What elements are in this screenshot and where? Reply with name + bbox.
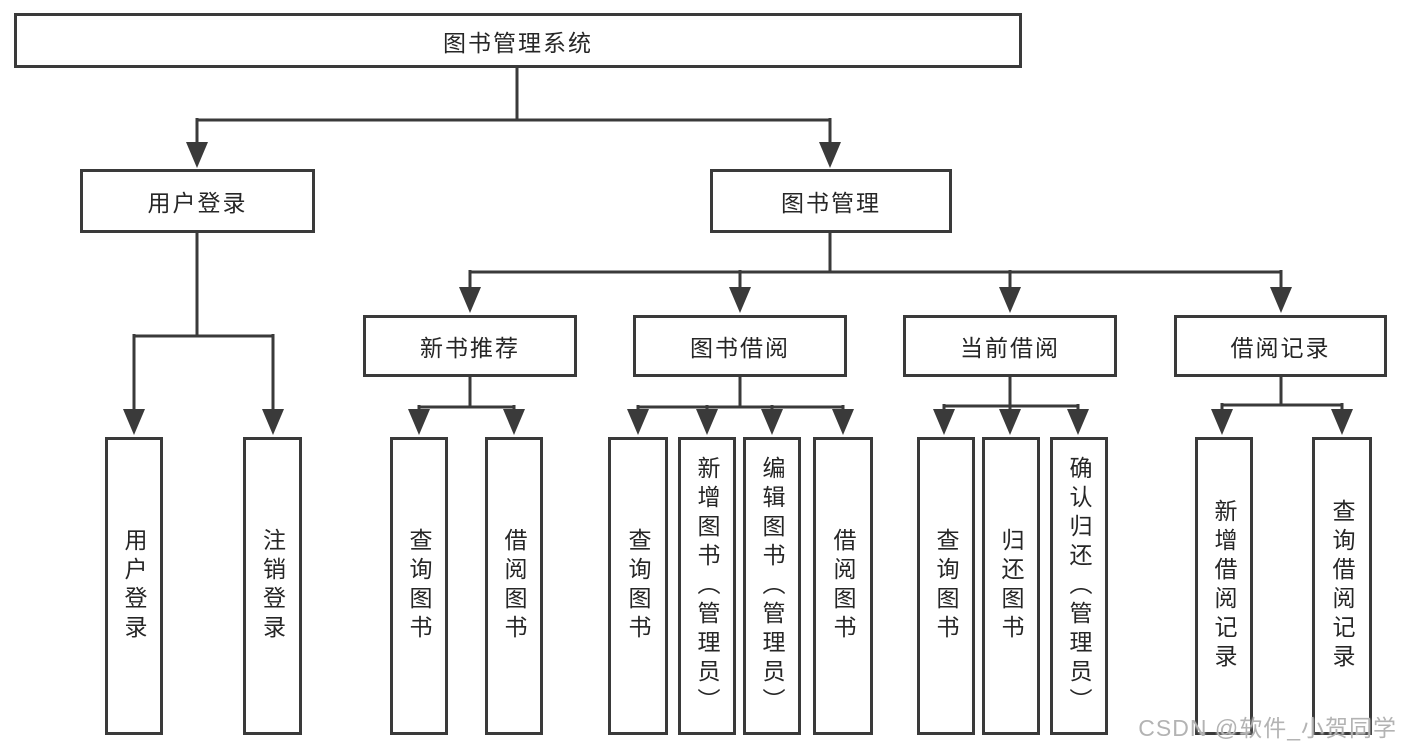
connector-user-login-children bbox=[123, 233, 284, 435]
watermark: CSDN @软件_小贺同学 bbox=[1138, 715, 1397, 741]
node-leaf-user-login: 用户登录 bbox=[105, 437, 163, 735]
arrowhead bbox=[729, 287, 751, 313]
node-leaf-add-borrow-record: 新增借阅记录 bbox=[1195, 437, 1253, 735]
connector-current-borrow-children bbox=[933, 377, 1089, 435]
node-leaf-return-books: 归还图书 bbox=[982, 437, 1040, 735]
arrowhead bbox=[503, 409, 525, 435]
node-book-management: 图书管理 bbox=[710, 169, 952, 233]
node-leaf-query-books-2: 查询图书 bbox=[608, 437, 668, 735]
connector-new-book-children bbox=[408, 377, 525, 435]
arrowhead bbox=[1211, 409, 1233, 435]
connector-borrow-record-children bbox=[1211, 377, 1353, 435]
arrowhead bbox=[696, 409, 718, 435]
connector-root-to-level2 bbox=[186, 68, 841, 168]
connector-book-borrow-children bbox=[627, 377, 854, 435]
arrowhead bbox=[832, 409, 854, 435]
arrowhead bbox=[459, 287, 481, 313]
node-leaf-borrow-books-2: 借阅图书 bbox=[813, 437, 873, 735]
arrowhead bbox=[819, 142, 841, 168]
arrowhead bbox=[761, 409, 783, 435]
node-user-login: 用户登录 bbox=[80, 169, 315, 233]
node-borrow-record: 借阅记录 bbox=[1174, 315, 1387, 377]
arrowhead bbox=[408, 409, 430, 435]
connector-book-mgmt-to-level3 bbox=[459, 233, 1292, 313]
node-book-borrow: 图书借阅 bbox=[633, 315, 847, 377]
arrowhead bbox=[1067, 409, 1089, 435]
arrowhead bbox=[999, 409, 1021, 435]
node-leaf-query-books-3: 查询图书 bbox=[917, 437, 975, 735]
arrowhead bbox=[186, 142, 208, 168]
arrowhead bbox=[933, 409, 955, 435]
arrowhead bbox=[262, 409, 284, 435]
node-leaf-edit-books-admin: 编辑图书（管理员） bbox=[743, 437, 801, 735]
node-leaf-confirm-return-admin: 确认归还（管理员） bbox=[1050, 437, 1108, 735]
arrowhead bbox=[1270, 287, 1292, 313]
node-leaf-query-books-1: 查询图书 bbox=[390, 437, 448, 735]
arrowhead bbox=[999, 287, 1021, 313]
node-leaf-logout: 注销登录 bbox=[243, 437, 302, 735]
node-root: 图书管理系统 bbox=[14, 13, 1022, 68]
node-leaf-add-books-admin: 新增图书（管理员） bbox=[678, 437, 736, 735]
node-current-borrow: 当前借阅 bbox=[903, 315, 1117, 377]
arrowhead bbox=[1331, 409, 1353, 435]
arrowhead bbox=[627, 409, 649, 435]
node-new-book-recommend: 新书推荐 bbox=[363, 315, 577, 377]
node-leaf-borrow-books-1: 借阅图书 bbox=[485, 437, 543, 735]
node-leaf-query-borrow-record: 查询借阅记录 bbox=[1312, 437, 1372, 735]
arrowhead bbox=[123, 409, 145, 435]
